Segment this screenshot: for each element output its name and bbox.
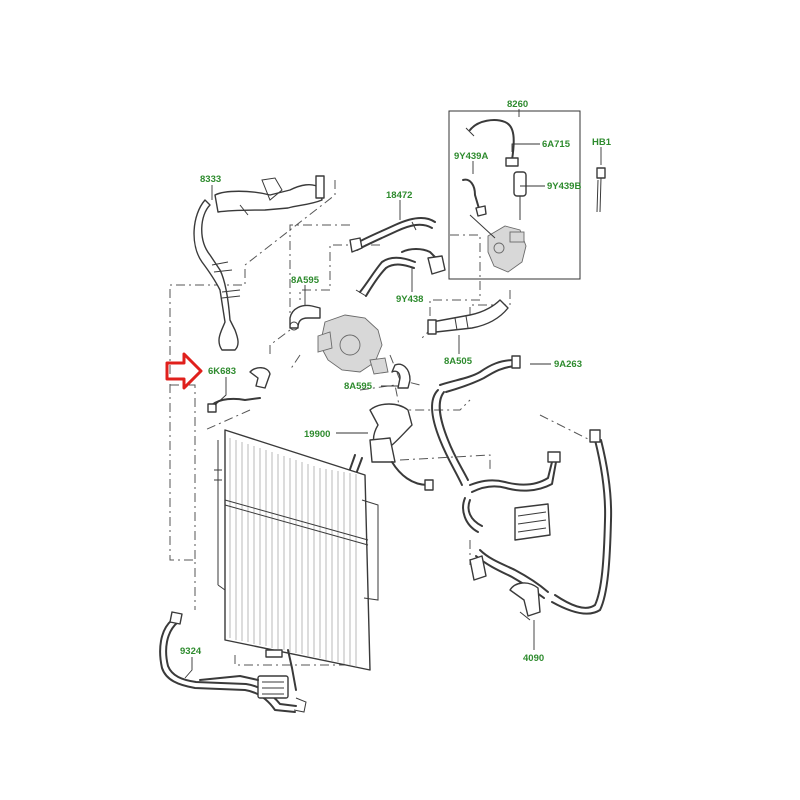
hose-8333 <box>193 175 325 351</box>
label-HB1: HB1 <box>592 137 612 148</box>
bolt-hb1 <box>596 167 606 213</box>
thermostat-housing-assembly <box>448 110 581 280</box>
label-18472: 18472 <box>386 190 412 201</box>
water-pump-housing <box>317 314 389 375</box>
label-6K683: 6K683 <box>208 366 236 377</box>
label-8A505: 8A505 <box>444 356 473 367</box>
hose-9324-assembly <box>159 611 307 713</box>
part-labels: 8260 6A715 9Y439A 9Y439B HB1 8333 18472 … <box>180 99 612 664</box>
label-8333: 8333 <box>200 174 221 185</box>
hose-8A595-bottom <box>391 363 411 389</box>
hose-8A505 <box>427 299 509 335</box>
label-9Y439B: 9Y439B <box>547 181 581 192</box>
hose-9A263 <box>431 355 521 486</box>
label-9A263: 9A263 <box>554 359 582 370</box>
right-arrow-icon <box>165 352 203 390</box>
label-9Y438: 9Y438 <box>396 294 423 305</box>
hose-4090-assembly <box>462 451 561 621</box>
radiator <box>214 429 379 671</box>
label-8A595-top: 8A595 <box>291 275 320 286</box>
label-4090: 4090 <box>523 653 544 664</box>
hose-18472 <box>349 217 436 253</box>
hose-long-right <box>551 429 613 615</box>
label-8A595-bottom: 8A595 <box>344 381 373 392</box>
label-6A715: 6A715 <box>542 139 571 150</box>
label-9324: 9324 <box>180 646 202 657</box>
hose-9Y438 <box>355 248 446 297</box>
hose-6K683 <box>207 367 271 413</box>
label-19900: 19900 <box>304 429 330 440</box>
leader-lines <box>184 109 602 679</box>
label-8260: 8260 <box>507 99 528 110</box>
hose-8A595-top <box>289 304 321 331</box>
label-9Y439A: 9Y439A <box>454 151 488 162</box>
